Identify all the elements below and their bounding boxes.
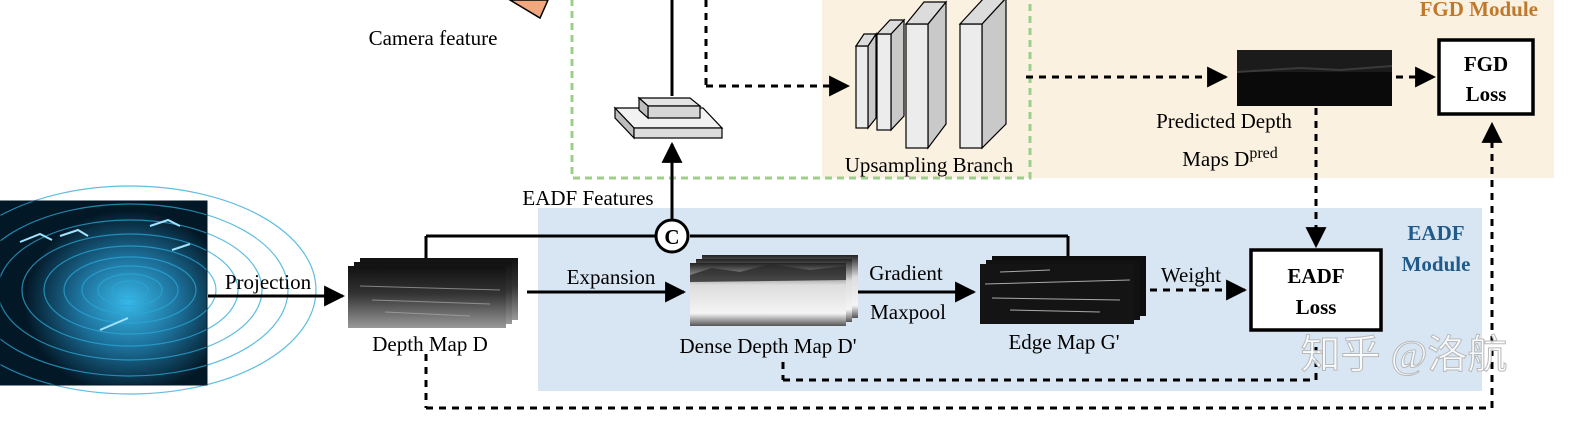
depth-map-stack [348, 258, 518, 328]
fgd-loss-label-line1: FGD [1464, 52, 1508, 76]
depth-map-label: Depth Map D [372, 332, 487, 356]
upsampling-branch-label: Upsampling Branch [845, 153, 1014, 177]
gradient-label: Gradient [869, 261, 943, 285]
edge-map-label: Edge Map G' [1008, 330, 1119, 354]
eadf-module-title-line2: Module [1402, 252, 1471, 276]
edge-map-stack [980, 256, 1146, 324]
eadf-features-label: EADF Features [522, 186, 653, 210]
eadf-loss-label-line2: Loss [1296, 295, 1337, 319]
lidar-point-cloud-image [0, 185, 317, 395]
eadf-loss-box [1249, 248, 1383, 332]
dense-depth-map-label: Dense Depth Map D' [680, 334, 857, 358]
eadf-feature-tray [613, 96, 724, 140]
predicted-depth-superscript: pred [1249, 145, 1277, 162]
watermark-text: 知乎 @洛航 [1301, 332, 1508, 377]
concat-symbol: C [664, 225, 679, 249]
predicted-depth-label-line2: Maps Dpred [1182, 145, 1278, 171]
concat-circle [654, 218, 690, 254]
projection-label: Projection [225, 270, 312, 294]
camera-feature-label: Camera feature [369, 26, 498, 50]
predicted-depth-map [1236, 50, 1393, 106]
camera-feature-cone [508, 0, 549, 20]
weight-label: Weight [1161, 263, 1221, 287]
green-dashed-box [570, 0, 1032, 180]
fgd-loss-box [1437, 38, 1535, 116]
upsampling-branch-blocks [854, 0, 1007, 150]
fgd-module-title: FGD Module [1420, 0, 1538, 21]
fgd-loss-label-line2: Loss [1466, 82, 1507, 106]
expansion-label: Expansion [567, 265, 656, 289]
eadf-loss-label-line1: EADF [1287, 264, 1344, 288]
predicted-depth-maps-text: Maps D [1182, 147, 1249, 171]
solid-connectors [208, 0, 1070, 307]
dense-depth-map-stack [690, 255, 858, 326]
eadf-module-title-line1: EADF [1407, 221, 1464, 245]
maxpool-label: Maxpool [870, 300, 946, 324]
dashed-connectors [424, 0, 1503, 410]
predicted-depth-label-line1: Predicted Depth [1156, 109, 1292, 133]
